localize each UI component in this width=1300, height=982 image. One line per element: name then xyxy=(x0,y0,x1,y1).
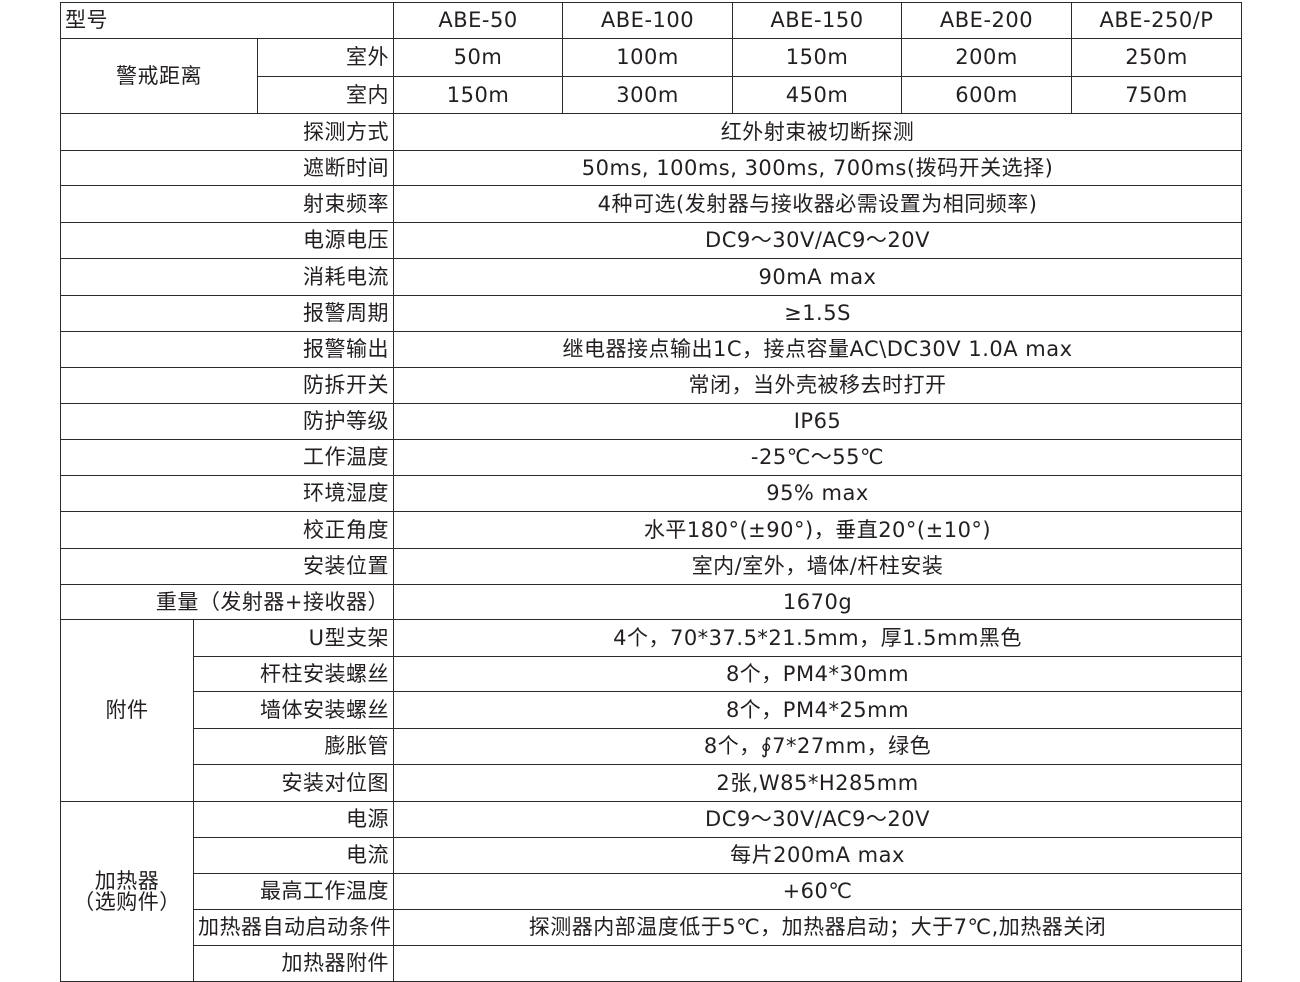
indoor-value: 450m xyxy=(732,76,903,114)
accessory-label: U型支架 xyxy=(192,619,395,657)
table-row: 膨胀管 8个，∮7*27mm，绿色 xyxy=(61,728,1243,765)
table-row: 报警周期 ≥1.5S xyxy=(59,295,1243,332)
indoor-value: 300m xyxy=(562,76,734,114)
heater-label-line1: 加热器 xyxy=(94,868,160,893)
table-row: 杆柱安装螺丝 8个，PM4*30mm xyxy=(61,656,1243,692)
spec-value: IP65 xyxy=(393,403,1243,440)
accessory-value: 2张,W85*H285mm xyxy=(393,764,1243,802)
spec-label: 防护等级 xyxy=(59,403,395,440)
spec-label: 遮断时间 xyxy=(59,150,395,186)
table-row: 安装对位图 2张,W85*H285mm xyxy=(61,764,1243,802)
spec-value: 1670g xyxy=(393,584,1243,620)
heater-item-value xyxy=(393,945,1243,982)
spec-value: DC9～30V/AC9～20V xyxy=(393,222,1243,259)
table-row: 加热器 （选购件） 电源 DC9～30V/AC9～20V xyxy=(60,801,1243,982)
table-row: 附件 U型支架 4个，70*37.5*21.5mm，厚1.5mm黑色 xyxy=(60,619,1243,802)
outdoor-value: 200m xyxy=(901,38,1073,77)
heater-item-value: DC9～30V/AC9～20V xyxy=(393,801,1243,838)
spec-value: 室内/室外，墙体/杆柱安装 xyxy=(393,548,1243,585)
spec-value: 90mA max xyxy=(393,258,1243,296)
outdoor-label: 室外 xyxy=(256,38,395,77)
indoor-value: 750m xyxy=(1071,76,1243,114)
accessory-label: 杆柱安装螺丝 xyxy=(192,656,395,692)
spec-label: 探测方式 xyxy=(59,113,395,151)
spec-label: 报警输出 xyxy=(59,331,395,368)
table-row: 重量（发射器+接收器） 1670g xyxy=(59,584,1243,620)
heater-item-label: 最高工作温度 xyxy=(192,873,395,910)
spec-label: 报警周期 xyxy=(59,295,395,332)
spec-value: 95% max xyxy=(393,475,1243,512)
indoor-value: 600m xyxy=(901,76,1073,114)
model-name: ABE-150 xyxy=(732,2,903,39)
heater-label: 加热器 （选购件） xyxy=(60,801,194,982)
heater-label-line2: （选购件） xyxy=(73,889,181,914)
table-row: 探测方式 红外射束被切断探测 xyxy=(59,113,1243,151)
spec-label: 电源电压 xyxy=(59,222,395,259)
table-row: 环境湿度 95% max xyxy=(59,475,1243,512)
spec-label: 安装位置 xyxy=(59,548,395,585)
table-row: 墙体安装螺丝 8个，PM4*25mm xyxy=(61,691,1243,729)
accessory-value: 4个，70*37.5*21.5mm，厚1.5mm黑色 xyxy=(393,619,1243,657)
spec-label: 消耗电流 xyxy=(59,258,395,296)
accessory-value: 8个，PM4*25mm xyxy=(393,691,1243,729)
spec-value: -25℃～55℃ xyxy=(393,439,1243,476)
indoor-value: 150m xyxy=(393,76,564,114)
table-row: 室内 150m 300m 450m 600m 750m xyxy=(61,76,1243,114)
model-name: ABE-250/P xyxy=(1071,2,1243,39)
spec-value: 水平180°(±90°)，垂直20°(±10°) xyxy=(393,511,1243,549)
table-row: 加热器附件 xyxy=(61,945,1243,982)
spec-value: 继电器接点输出1C，接点容量AC\DC30V 1.0A max xyxy=(393,331,1243,368)
spec-value: 常闭，当外壳被移去时打开 xyxy=(393,367,1243,404)
outdoor-value: 100m xyxy=(562,38,734,77)
table-row: 工作温度 -25℃～55℃ xyxy=(59,439,1243,476)
heater-item-label: 加热器自动启动条件 xyxy=(192,909,395,946)
spec-label: 射束频率 xyxy=(59,185,395,223)
table-row: 警戒距离 室外 50m 100m 150m 200m 250m xyxy=(60,38,1243,114)
table-row: 遮断时间 50ms, 100ms, 300ms, 700ms(拨码开关选择) xyxy=(59,150,1243,186)
table-row: 报警输出 继电器接点输出1C，接点容量AC\DC30V 1.0A max xyxy=(59,331,1243,368)
accessory-value: 8个，∮7*27mm，绿色 xyxy=(393,728,1243,765)
model-label: 型号 xyxy=(59,2,395,39)
accessory-value: 8个，PM4*30mm xyxy=(393,656,1243,692)
heater-item-label: 电流 xyxy=(192,837,395,874)
heater-item-value: 探测器内部温度低于5℃，加热器启动；大于7℃,加热器关闭 xyxy=(393,909,1243,946)
spec-label: 工作温度 xyxy=(59,439,395,476)
table-row: 安装位置 室内/室外，墙体/杆柱安装 xyxy=(59,548,1243,585)
spec-table: 型号 ABE-50 ABE-100 ABE-150 ABE-200 ABE-25… xyxy=(59,2,1243,982)
heater-item-value: 每片200mA max xyxy=(393,837,1243,874)
indoor-label: 室内 xyxy=(256,76,395,114)
spec-value: 4种可选(发射器与接收器必需设置为相同频率) xyxy=(393,185,1243,223)
guard-distance-label: 警戒距离 xyxy=(60,38,258,114)
spec-value: ≥1.5S xyxy=(393,295,1243,332)
heater-item-value: +60℃ xyxy=(393,873,1243,910)
table-row: 电源电压 DC9～30V/AC9～20V xyxy=(59,222,1243,259)
model-name: ABE-200 xyxy=(901,2,1073,39)
table-row: 最高工作温度 +60℃ xyxy=(61,873,1243,910)
accessory-label: 膨胀管 xyxy=(192,728,395,765)
spec-label: 校正角度 xyxy=(59,511,395,549)
table-row: 电流 每片200mA max xyxy=(61,837,1243,874)
outdoor-value: 50m xyxy=(393,38,564,77)
header-row: 型号 ABE-50 ABE-100 ABE-150 ABE-200 ABE-25… xyxy=(59,2,1243,39)
table-row: 防护等级 IP65 xyxy=(59,403,1243,440)
heater-item-label: 电源 xyxy=(192,801,395,838)
outdoor-value: 250m xyxy=(1071,38,1243,77)
table-row: 消耗电流 90mA max xyxy=(59,258,1243,296)
heater-item-label: 加热器附件 xyxy=(192,945,395,982)
spec-value: 50ms, 100ms, 300ms, 700ms(拨码开关选择) xyxy=(393,150,1243,186)
table-row: 校正角度 水平180°(±90°)，垂直20°(±10°) xyxy=(59,511,1243,549)
spec-label: 防拆开关 xyxy=(59,367,395,404)
accessory-label: 安装对位图 xyxy=(192,764,395,802)
table-row: 防拆开关 常闭，当外壳被移去时打开 xyxy=(59,367,1243,404)
model-name: ABE-50 xyxy=(393,2,564,39)
table-row: 射束频率 4种可选(发射器与接收器必需设置为相同频率) xyxy=(59,185,1243,223)
spec-label: 重量（发射器+接收器） xyxy=(59,584,395,620)
outdoor-value: 150m xyxy=(732,38,903,77)
accessory-label: 墙体安装螺丝 xyxy=(192,691,395,729)
accessories-label: 附件 xyxy=(60,619,194,802)
table-row: 加热器自动启动条件 探测器内部温度低于5℃，加热器启动；大于7℃,加热器关闭 xyxy=(61,909,1243,946)
model-name: ABE-100 xyxy=(562,2,734,39)
spec-value: 红外射束被切断探测 xyxy=(393,113,1243,151)
spec-label: 环境湿度 xyxy=(59,475,395,512)
